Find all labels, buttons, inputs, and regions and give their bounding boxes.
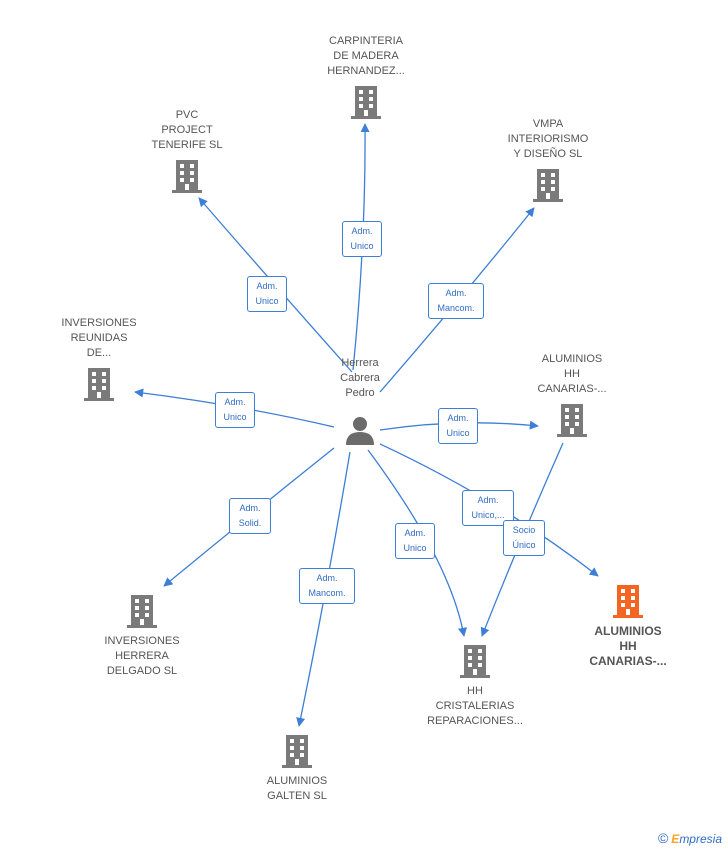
node-aluminios-galten[interactable]: ALUMINIOS GALTEN SL <box>247 734 347 804</box>
node-label: HH CRISTALERIAS REPARACIONES... <box>427 685 523 727</box>
node-label: ALUMINIOS HH CANARIAS-... <box>537 353 607 395</box>
node-aluminios-hh-main[interactable]: ALUMINIOS HH CANARIAS-... <box>578 584 678 669</box>
edge-label-carpinteria[interactable]: Adm. Unico <box>342 221 382 257</box>
node-label: INVERSIONES REUNIDAS DE... <box>61 317 137 359</box>
building-icon <box>557 404 587 437</box>
node-label: PVC PROJECT TENERIFE SL <box>151 109 223 151</box>
brand-logo-text: mpresia <box>679 832 722 846</box>
building-icon <box>127 595 157 628</box>
building-icon <box>172 160 202 193</box>
node-label: ALUMINIOS HH CANARIAS-... <box>589 624 667 668</box>
edge-label-inversiones-reunidas[interactable]: Adm. Unico <box>215 392 255 428</box>
building-icon <box>84 368 114 401</box>
center-person-label: Herrera Cabrera Pedro <box>340 357 380 399</box>
edge-label-hh-cristalerias[interactable]: Adm. Unico <box>395 523 435 559</box>
node-label: INVERSIONES HERRERA DELGADO SL <box>104 635 180 677</box>
edge-label-aluminios-hh-1[interactable]: Adm. Unico <box>438 408 478 444</box>
building-icon <box>282 735 312 768</box>
edge-label-pvc[interactable]: Adm. Unico <box>247 276 287 312</box>
center-person-node[interactable]: Herrera Cabrera Pedro <box>320 356 400 445</box>
node-vmpa[interactable]: VMPA INTERIORISMO Y DISEÑO SL <box>498 117 598 204</box>
node-label: ALUMINIOS GALTEN SL <box>266 775 328 802</box>
node-hh-cristalerias[interactable]: HH CRISTALERIAS REPARACIONES... <box>420 644 530 729</box>
building-icon <box>351 86 381 119</box>
edge-label-vmpa[interactable]: Adm. Mancom. <box>428 283 484 319</box>
node-inversiones-herrera[interactable]: INVERSIONES HERRERA DELGADO SL <box>92 594 192 679</box>
edge-label-socio-unico[interactable]: Socio Único <box>503 520 545 556</box>
copyright-symbol: © <box>657 830 669 846</box>
node-carpinteria[interactable]: CARPINTERIA DE MADERA HERNANDEZ... <box>316 34 416 121</box>
edge-label-aluminios-galten[interactable]: Adm. Mancom. <box>299 568 355 604</box>
node-label: CARPINTERIA DE MADERA HERNANDEZ... <box>327 35 405 77</box>
node-pvc[interactable]: PVC PROJECT TENERIFE SL <box>137 108 237 195</box>
empresia-watermark: ©Empresia <box>658 830 722 846</box>
building-icon <box>533 169 563 202</box>
node-label: VMPA INTERIORISMO Y DISEÑO SL <box>507 118 589 160</box>
building-icon <box>613 585 643 618</box>
edge-label-inversiones-herrera[interactable]: Adm. Solid. <box>229 498 271 534</box>
node-inversiones-reunidas[interactable]: INVERSIONES REUNIDAS DE... <box>49 316 149 403</box>
node-aluminios-hh-1[interactable]: ALUMINIOS HH CANARIAS-... <box>522 352 622 439</box>
brand-logo-initial: E <box>671 832 680 846</box>
person-icon <box>346 417 374 445</box>
building-icon <box>460 645 490 678</box>
